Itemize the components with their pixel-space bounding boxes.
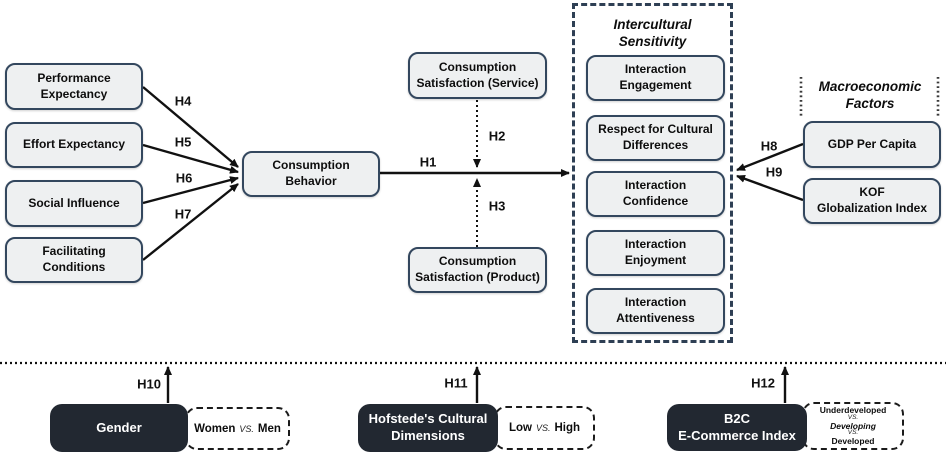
- hypothesis-label-h2: H2: [488, 128, 506, 144]
- node-consumption-behavior: Consumption Behavior: [242, 151, 380, 197]
- hofstede-level-vs: VS.: [535, 423, 551, 433]
- hofstede-level-low: Low: [508, 422, 532, 434]
- gender-level-women: Women: [194, 422, 236, 435]
- moderator-hofstede-cultural-dimensions: Hofstede's Cultural Dimensions: [358, 404, 498, 452]
- hofstede-levels-box: Low VS. High: [494, 406, 595, 450]
- hofstede-level-high: High: [554, 422, 581, 434]
- hypothesis-label-h6: H6: [175, 170, 193, 186]
- hypothesis-label-h4: H4: [174, 93, 192, 109]
- hypothesis-label-h12: H12: [751, 375, 775, 391]
- intercultural-sensitivity-group: Intercultural Sensitivity Interaction En…: [572, 3, 733, 343]
- moderator-gender: Gender: [50, 404, 188, 452]
- b2c-level-vs-2: VS.: [847, 429, 859, 437]
- node-interaction-engagement: Interaction Engagement: [586, 55, 725, 101]
- node-interaction-enjoyment: Interaction Enjoyment: [586, 230, 725, 276]
- node-consumption-satisfaction-service: Consumption Satisfaction (Service): [408, 52, 547, 99]
- hypothesis-label-h9: H9: [765, 164, 783, 180]
- b2c-level-developed: Developed: [831, 436, 875, 447]
- b2c-level-vs-1: VS.: [847, 413, 859, 421]
- node-interaction-attentiveness: Interaction Attentiveness: [586, 288, 725, 334]
- hypothesis-label-h3: H3: [488, 198, 506, 214]
- macroeconomic-factors-title: Macroeconomic Factors: [818, 79, 922, 111]
- node-respect-for-cultural-differences: Respect for Cultural Differences: [586, 115, 725, 161]
- node-social-influence: Social Influence: [5, 180, 143, 227]
- node-effort-expectancy: Effort Expectancy: [5, 122, 143, 168]
- b2c-level-underdeveloped: Underdeveloped: [819, 404, 887, 415]
- node-gdp-per-capita: GDP Per Capita: [803, 121, 941, 168]
- hypothesis-label-h1: H1: [419, 154, 437, 170]
- node-facilitating-conditions: Facilitating Conditions: [5, 237, 143, 283]
- node-interaction-confidence: Interaction Confidence: [586, 171, 725, 217]
- b2c-levels-box: Underdeveloped VS. Developing VS. Develo…: [802, 402, 904, 450]
- hypothesis-label-h11: H11: [444, 375, 468, 391]
- hypothesis-label-h5: H5: [174, 134, 192, 150]
- hypothesis-label-h10: H10: [137, 376, 161, 392]
- node-kof-globalization-index: KOF Globalization Index: [803, 178, 941, 224]
- hypothesis-label-h8: H8: [760, 138, 778, 154]
- arrow-h9: [736, 174, 804, 202]
- node-performance-expectancy: Performance Expectancy: [5, 63, 143, 110]
- intercultural-sensitivity-title: Intercultural Sensitivity: [613, 17, 692, 49]
- gender-level-men: Men: [257, 422, 281, 435]
- gender-levels-box: Women VS. Men: [185, 407, 290, 450]
- arrow-h7: [142, 183, 239, 261]
- gender-level-vs: VS.: [239, 423, 254, 434]
- node-consumption-satisfaction-product: Consumption Satisfaction (Product): [408, 247, 547, 293]
- hypothesis-label-h7: H7: [174, 206, 192, 222]
- moderator-b2c-ecommerce-index: B2C E-Commerce Index: [667, 404, 807, 451]
- b2c-level-developing: Developing: [830, 420, 876, 431]
